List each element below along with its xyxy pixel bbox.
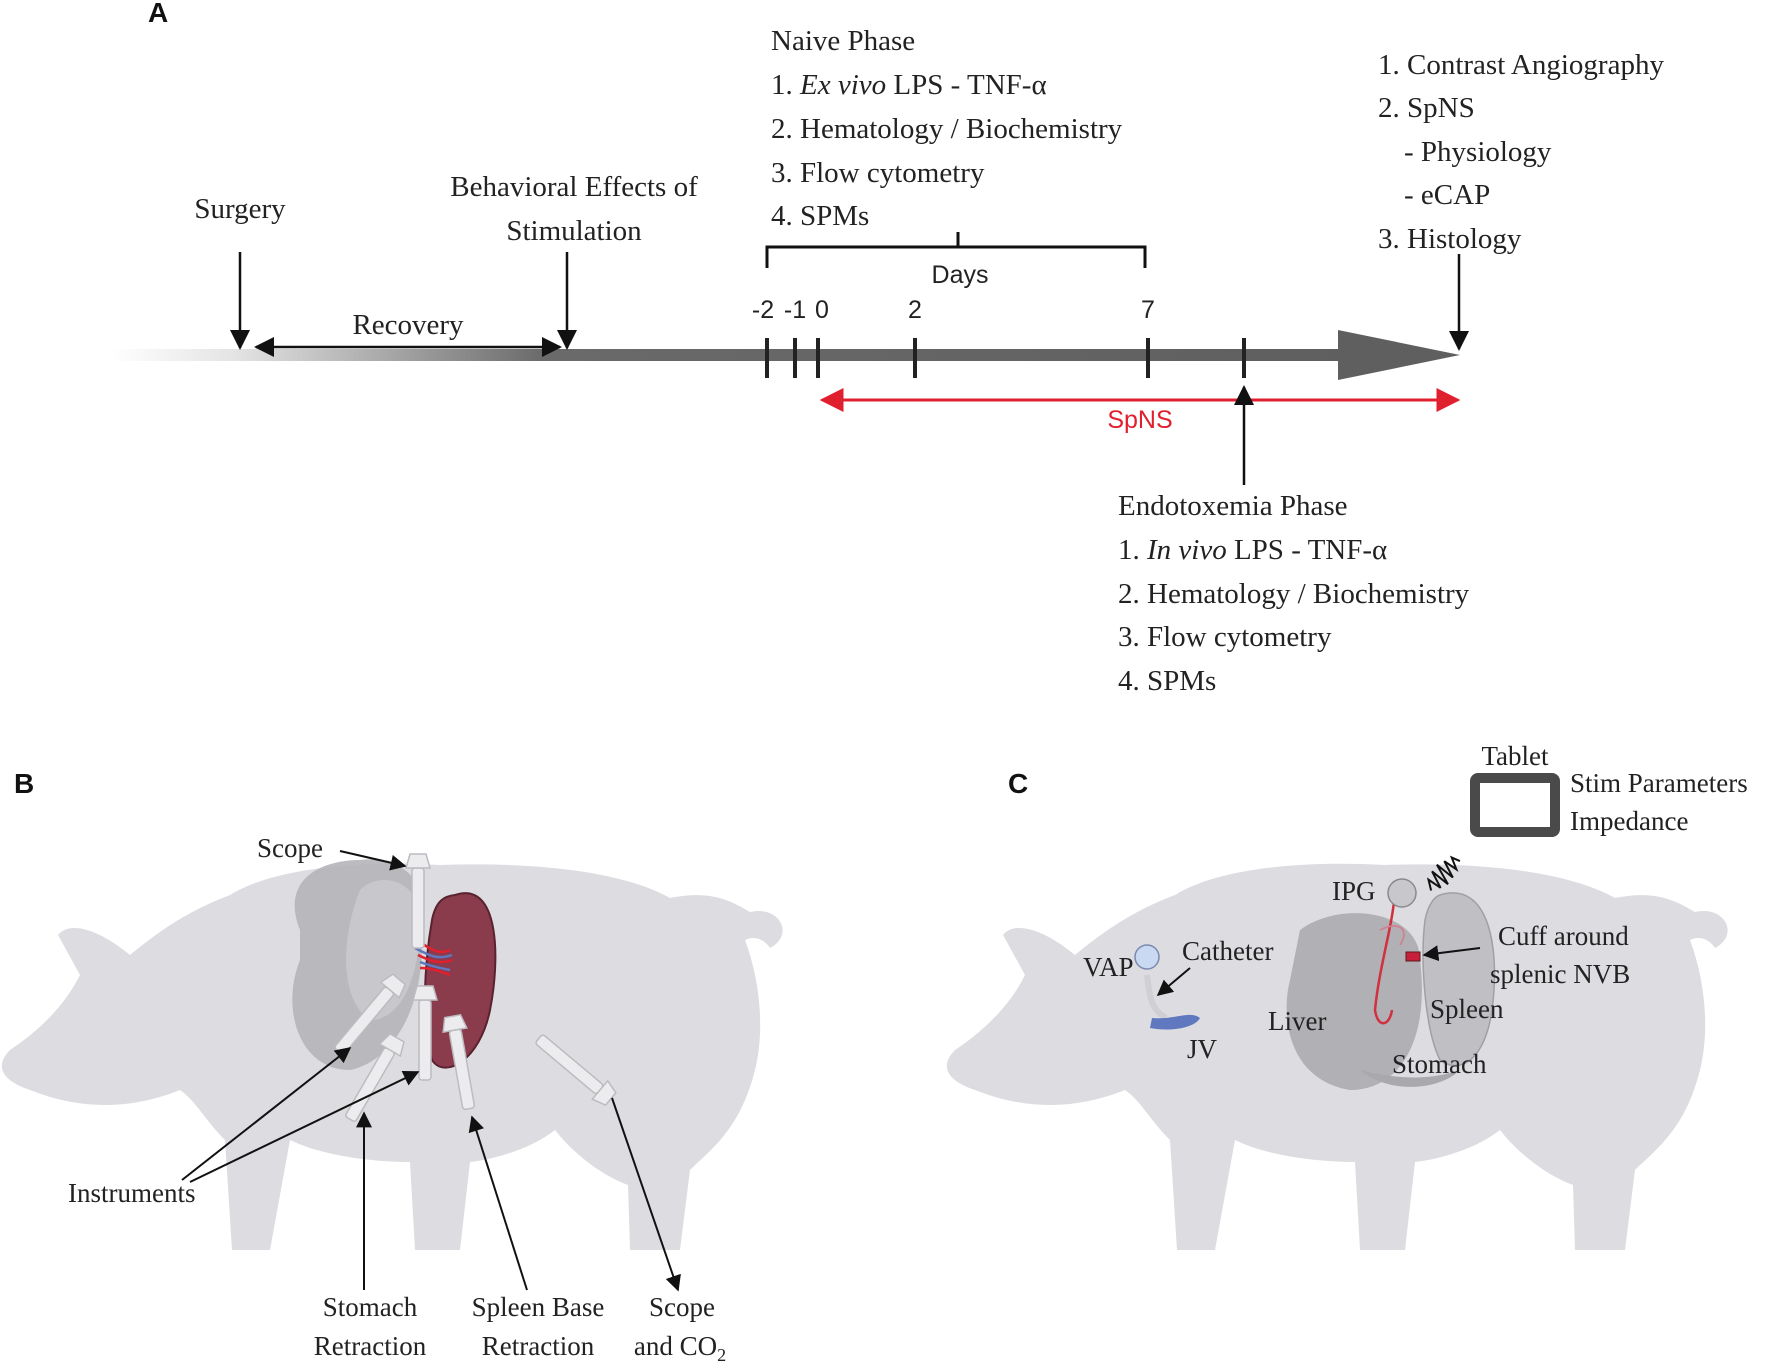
impedance-label: Impedance	[1570, 806, 1688, 836]
scope-co2-label-2: and CO2	[634, 1331, 726, 1365]
days-axis-label: Days	[932, 261, 989, 289]
ipg-device	[1387, 878, 1417, 908]
endo-item: 1. In vivo LPS - TNF-α	[1118, 534, 1387, 566]
spleen-shape-b	[423, 892, 497, 1069]
vessels-blue-b	[414, 946, 453, 972]
stomach-label: Stomach	[1392, 1049, 1487, 1079]
day-label: 0	[815, 296, 829, 324]
spleen-label: Spleen	[1430, 994, 1504, 1024]
ipg-label: IPG	[1332, 876, 1376, 906]
spleen-base-arrow	[468, 1115, 528, 1291]
organs-c	[1286, 878, 1496, 1090]
tablet-label: Tablet	[1481, 741, 1549, 771]
naive-item: 3. Flow cytometry	[771, 157, 985, 189]
days-bracket	[765, 232, 1147, 268]
day-label: 7	[1141, 296, 1155, 324]
cuff-device	[1405, 951, 1421, 962]
naive-item: 1. Ex vivo LPS - TNF-α	[771, 69, 1047, 101]
terminal-item: 3. Histology	[1378, 223, 1522, 255]
terminal-item: - Physiology	[1404, 136, 1552, 168]
instruments-label: Instruments	[68, 1178, 196, 1208]
panel-b-letter: B	[14, 768, 34, 799]
scope-arrow	[339, 850, 407, 871]
spleen-base-label-1: Spleen Base	[472, 1292, 605, 1322]
lead-wire	[1373, 884, 1397, 1025]
terminal-item: - eCAP	[1404, 179, 1490, 211]
lead-loop	[1379, 925, 1405, 946]
timeline-bar	[110, 349, 1350, 361]
organs-b	[292, 859, 497, 1070]
spleen-shape-c	[1422, 892, 1496, 1067]
stim-parameters-label: Stim Parameters	[1570, 768, 1748, 798]
cuff-arrow	[1422, 945, 1481, 962]
endo-item: 2. Hematology / Biochemistry	[1118, 578, 1470, 610]
instruments-arrow-1	[181, 1047, 352, 1181]
liver-label: Liver	[1268, 1006, 1326, 1036]
jugular-vein	[1150, 1014, 1200, 1030]
scope-label: Scope	[257, 833, 323, 863]
cuff-label-1: Cuff around	[1498, 921, 1629, 951]
surgery-label: Surgery	[194, 193, 286, 225]
stomach-retraction-label-2: Retraction	[314, 1331, 427, 1361]
vap-port	[1134, 944, 1160, 970]
vap-label: VAP	[1083, 952, 1134, 982]
instruments-arrow-2	[189, 1071, 420, 1183]
catheter-arrow	[1156, 967, 1191, 997]
naive-phase-block: Naive Phase 1. Ex vivo LPS - TNF-α 2. He…	[771, 25, 1123, 232]
naive-item: 2. Hematology / Biochemistry	[771, 113, 1123, 145]
day-label: 2	[908, 296, 922, 324]
stomach-retraction-label-1: Stomach	[323, 1292, 418, 1322]
endo-item: 3. Flow cytometry	[1118, 621, 1332, 653]
naive-phase-title: Naive Phase	[771, 25, 915, 57]
recovery-label: Recovery	[352, 309, 464, 341]
terminal-item: 2. SpNS	[1378, 92, 1475, 124]
panel-c-letter: C	[1008, 768, 1028, 799]
cuff-label-2: splenic NVB	[1490, 959, 1630, 989]
catheter-label: Catheter	[1182, 936, 1273, 966]
liver-shape-c	[1286, 913, 1422, 1090]
stomach-shape-c	[1360, 1070, 1460, 1087]
endotoxemia-phase-block: Endotoxemia Phase 1. In vivo LPS - TNF-α…	[1118, 490, 1470, 697]
timeline-arrowhead	[1338, 330, 1460, 380]
spns-label: SpNS	[1107, 406, 1172, 434]
catheter-tube	[1144, 974, 1168, 1021]
terminal-item: 1. Contrast Angiography	[1378, 49, 1664, 81]
jv-label: JV	[1187, 1034, 1218, 1064]
naive-item: 4. SPMs	[771, 200, 869, 232]
scope-co2-label-1: Scope	[649, 1292, 715, 1322]
day-label: -1	[784, 296, 806, 324]
spleen-base-label-2: Retraction	[482, 1331, 595, 1361]
endo-item: 4. SPMs	[1118, 665, 1216, 697]
wireless-signal-icon	[1426, 855, 1461, 891]
vap-assembly	[1134, 944, 1200, 1030]
terminal-block: 1. Contrast Angiography 2. SpNS - Physio…	[1378, 49, 1664, 255]
tablet-icon	[1470, 773, 1560, 837]
day-ticks	[765, 338, 1246, 378]
behavioral-label-line2: Stimulation	[506, 215, 642, 247]
day-label: -2	[752, 296, 774, 324]
panel-a-letter: A	[148, 0, 168, 28]
behavioral-label-line1: Behavioral Effects of	[450, 171, 698, 203]
endotoxemia-phase-title: Endotoxemia Phase	[1118, 490, 1348, 522]
scope-co2-arrow	[611, 1097, 681, 1292]
